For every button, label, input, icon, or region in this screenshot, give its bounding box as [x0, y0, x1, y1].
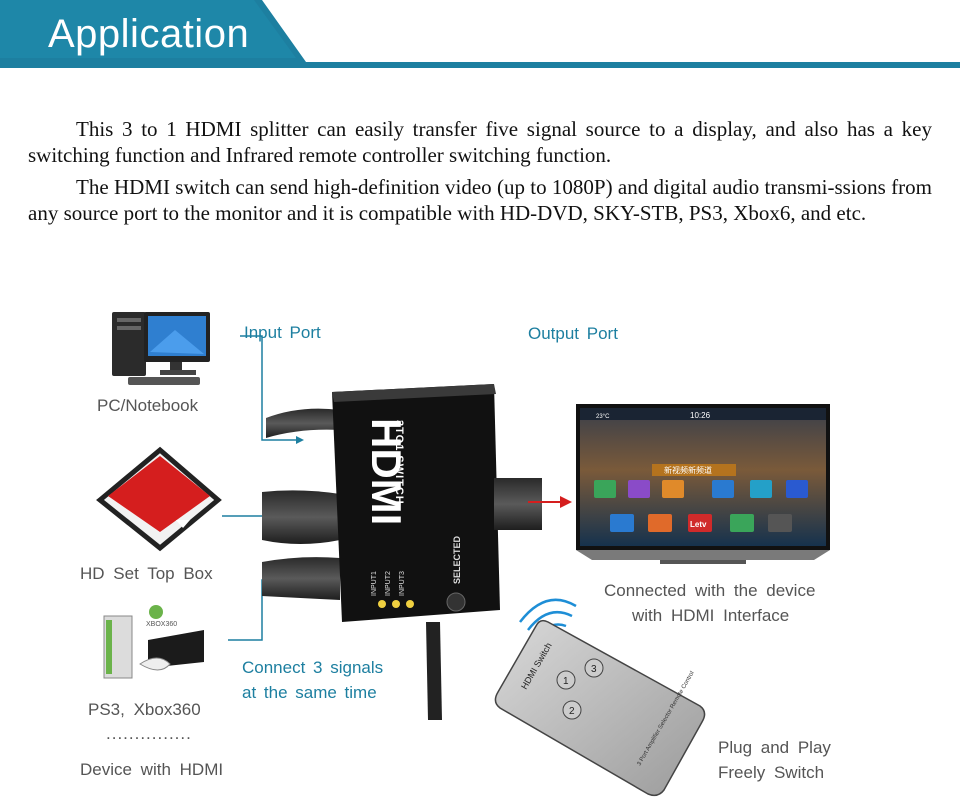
device-hdmi-label: Device with HDMI	[80, 760, 224, 779]
dots-separator: ...............	[106, 724, 192, 743]
remote-button-1: 1	[563, 676, 569, 687]
console-label: PS3, Xbox360	[88, 700, 201, 719]
switch-selected-text: SELECTED	[452, 535, 462, 584]
header-banner	[0, 0, 960, 68]
same-time-label: at the same time	[242, 683, 377, 702]
hdmi-switch-image	[332, 384, 542, 720]
xbox-logo-text: XBOX360	[146, 621, 177, 628]
remote-control-image	[494, 619, 706, 797]
application-diagram: XBOX360 HDMI 3TO1 SWITCH INPUT1 INPUT2 I…	[96, 312, 830, 797]
switch-brand-text: HDMI	[363, 418, 410, 525]
tv-temp-text: 23°C	[596, 414, 610, 420]
intro-paragraph-1: This 3 to 1 HDMI splitter can easily tra…	[28, 116, 932, 168]
connect-signals-label: Connect 3 signals	[242, 658, 384, 677]
tv-letv-text: Letv	[690, 520, 707, 529]
tv-connected-label: Connected with the device	[604, 581, 816, 600]
set-top-box-image	[96, 446, 222, 552]
output-port-label: Output Port	[528, 324, 618, 343]
remote-button-2: 2	[569, 706, 575, 717]
tv-banner-text: 新视频新频道	[664, 465, 712, 475]
switch-input2-text: INPUT2	[385, 571, 392, 596]
remote-button-3: 3	[591, 664, 597, 675]
switch-input1-text: INPUT1	[371, 571, 378, 596]
switch-input3-text: INPUT3	[399, 571, 406, 596]
intro-paragraph-2: The HDMI switch can send high-definition…	[28, 174, 932, 226]
input-connectors	[222, 335, 340, 641]
pc-notebook-label: PC/Notebook	[97, 396, 199, 415]
television-image	[576, 404, 830, 564]
pc-notebook-image	[112, 312, 210, 385]
input-port-label: Input Port	[244, 323, 321, 342]
intro-paragraph-2-text: The HDMI switch can send high-definition…	[28, 175, 932, 225]
tv-interface-label: with HDMI Interface	[632, 606, 790, 625]
page-title: Application	[48, 12, 250, 56]
intro-paragraph-1-text: This 3 to 1 HDMI splitter can easily tra…	[28, 117, 932, 167]
game-console-image	[103, 605, 204, 679]
tv-time-text: 10:26	[690, 411, 711, 420]
freely-switch-label: Freely Switch	[718, 763, 825, 782]
set-top-box-label: HD Set Top Box	[80, 564, 213, 583]
plug-play-label: Plug and Play	[718, 738, 831, 757]
switch-model-text: 3TO1 SWITCH	[393, 420, 405, 505]
output-arrow	[528, 496, 572, 508]
